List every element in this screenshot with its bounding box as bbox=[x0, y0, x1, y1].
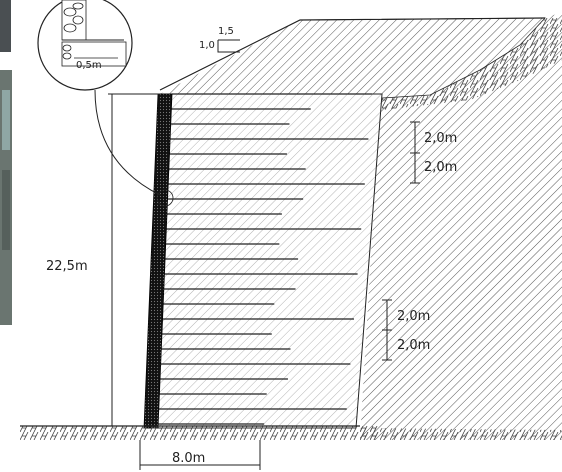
lower-spacing-label-2: 2,0m bbox=[397, 338, 430, 353]
slope-vertical-label: 1,0 bbox=[199, 40, 215, 51]
lower-spacing-dimension bbox=[382, 299, 392, 361]
photo-strips bbox=[0, 0, 12, 325]
upper-spacing-dimension bbox=[410, 121, 420, 184]
detail-callout bbox=[37, 0, 174, 207]
retained-soil bbox=[160, 12, 562, 440]
base-ground bbox=[20, 426, 380, 440]
upper-spacing-label-1: 2,0m bbox=[424, 131, 457, 146]
length-dimension bbox=[139, 440, 261, 470]
height-dimension bbox=[108, 93, 160, 427]
reinforcement-layers bbox=[144, 93, 372, 425]
lower-spacing-label-1: 2,0m bbox=[397, 309, 430, 324]
slope-indicator bbox=[217, 39, 240, 53]
slope-horizontal-label: 1,5 bbox=[218, 26, 234, 37]
upper-spacing-label-2: 2,0m bbox=[424, 160, 457, 175]
facing-thickness-label: 0,5m bbox=[76, 60, 102, 71]
length-label: 8.0m bbox=[172, 451, 205, 466]
height-label: 22,5m bbox=[46, 259, 88, 274]
